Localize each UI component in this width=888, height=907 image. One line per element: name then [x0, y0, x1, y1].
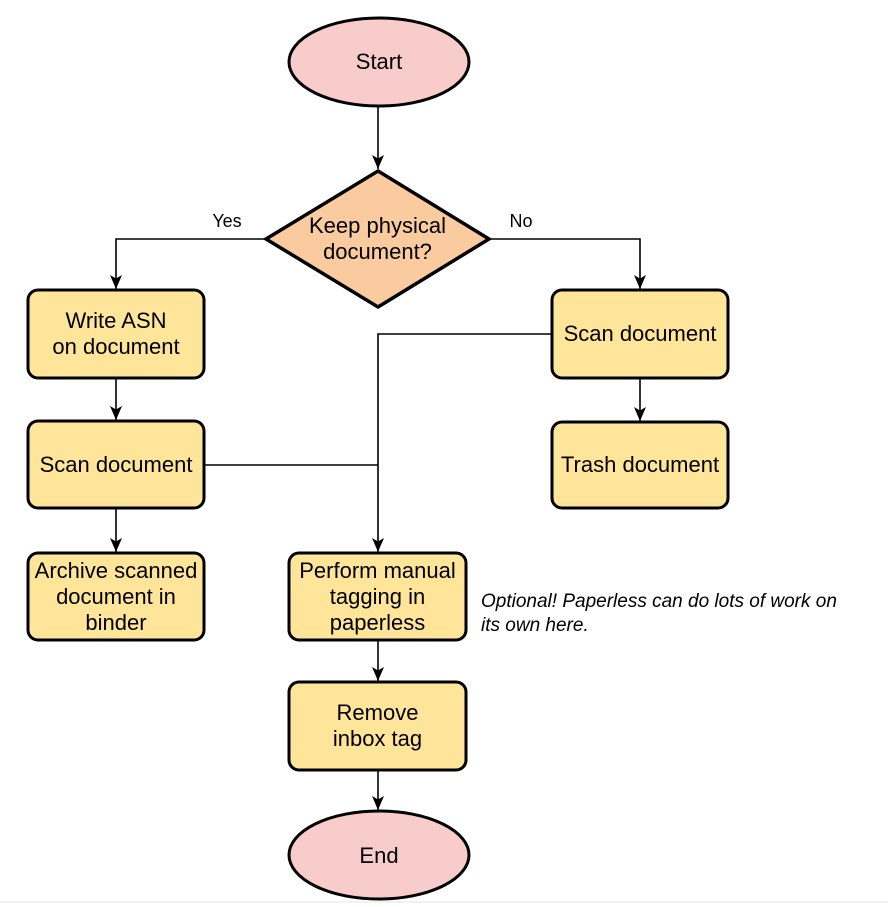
edge-scan-right-tagging: [372, 333, 552, 552]
scan-document-left-box: [26, 419, 206, 510]
optional-note: Optional! Paperless can do lots of work …: [481, 591, 837, 636]
manual-tagging-box: [287, 551, 468, 642]
scan-document-right-box: [550, 288, 730, 380]
edge-decision-write-asn: [110, 238, 266, 289]
start-ellipse: [287, 16, 471, 108]
archive-box: [26, 551, 206, 642]
trash-document-box: [550, 420, 730, 510]
remove-inbox-tag-box: [287, 680, 468, 772]
decision-diamond: [262, 168, 493, 310]
write-asn-box: [26, 288, 206, 380]
edge-decision-scan-right: [489, 238, 646, 289]
end-ellipse: [287, 809, 471, 901]
bottom-divider: [0, 901, 888, 903]
